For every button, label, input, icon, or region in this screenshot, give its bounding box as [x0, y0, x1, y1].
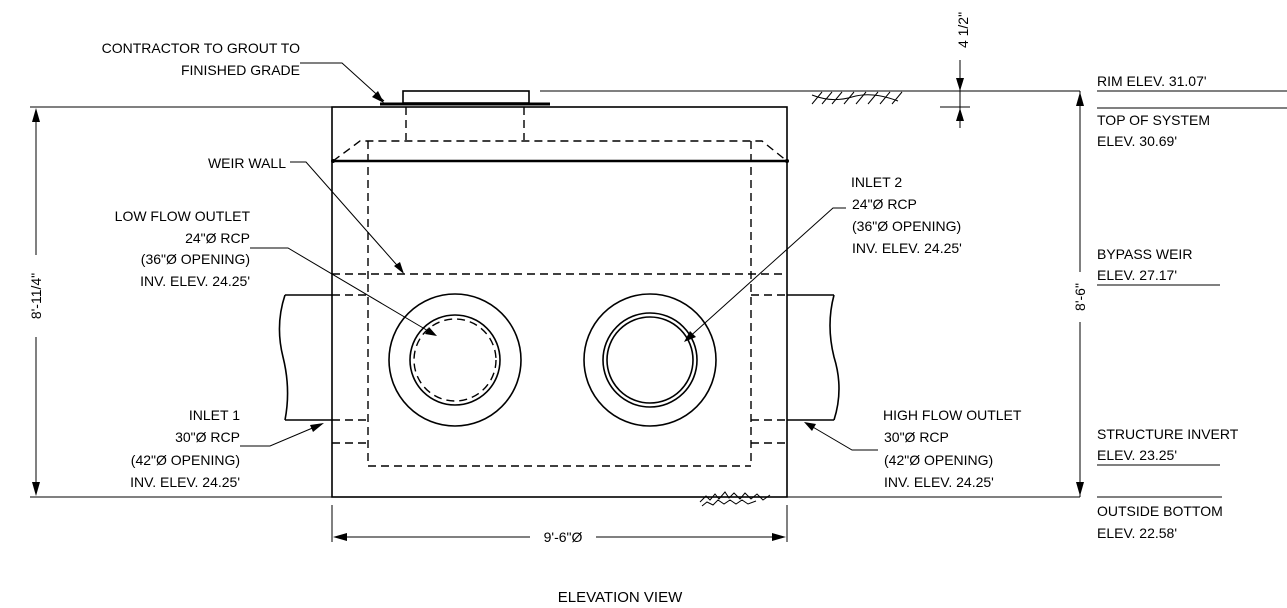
grout-line-2: FINISHED GRADE	[181, 62, 300, 78]
high-flow-line-4: INV. ELEV. 24.25'	[884, 474, 994, 490]
inlet-1-line-4: INV. ELEV. 24.25'	[130, 474, 240, 490]
low-flow-line-4: INV. ELEV. 24.25'	[140, 273, 250, 289]
low-flow-outlet-opening	[388, 293, 522, 427]
leaders	[240, 62, 878, 451]
structure	[331, 90, 1080, 507]
weir-wall-label: WEIR WALL	[208, 155, 286, 171]
dim-left-arrow-top	[32, 108, 40, 122]
slab-end-left	[331, 159, 335, 163]
grout-line-1: CONTRACTOR TO GROUT TO	[102, 40, 300, 56]
dim-dia-arrow-right	[772, 533, 786, 541]
inlet-1-line-3: (42"Ø OPENING)	[131, 452, 240, 468]
dim-right-text-mask	[1072, 272, 1088, 322]
dim-internal-height: 8'-6"	[1072, 283, 1088, 311]
left-pipe	[278, 294, 368, 444]
dim-right-arrow-top	[1076, 92, 1084, 106]
dim-lid-arrow-top	[956, 78, 964, 91]
dim-right-arrow-bottom	[1076, 482, 1084, 496]
dim-left-arrow-bottom	[32, 482, 40, 496]
structure-invert-line-2: ELEV. 23.25'	[1097, 447, 1177, 463]
inlet-2-line-2: 24"Ø RCP	[852, 196, 917, 212]
rim-elev: RIM ELEV. 31.07'	[1097, 73, 1207, 89]
slab-end-right	[785, 159, 789, 163]
inlet-2-opening	[583, 293, 717, 427]
elevation-text: RIM ELEV. 31.07' TOP OF SYSTEM ELEV. 30.…	[1097, 73, 1239, 541]
bottom-hatch	[699, 491, 771, 507]
caption: ELEVATION VIEW	[558, 589, 683, 606]
inlet-2-leader-arrow	[684, 331, 696, 342]
structure-invert-line-1: STRUCTURE INVERT	[1097, 426, 1239, 442]
inlet-2-leader	[685, 207, 846, 341]
dim-lid-arrow-bottom	[956, 108, 964, 121]
grout-leader-arrow	[372, 91, 384, 103]
grout-leader	[300, 62, 385, 102]
manhole-lid	[402, 90, 530, 104]
high-flow-leader	[805, 422, 878, 451]
ground-hatch	[811, 91, 903, 105]
outside-bottom-line-1: OUTSIDE BOTTOM	[1097, 503, 1223, 519]
cone-hidden	[332, 140, 788, 162]
inlet-1-line-1: INLET 1	[189, 407, 240, 423]
low-flow-line-2: 24"Ø RCP	[185, 230, 250, 246]
dim-dia-arrow-left	[333, 533, 347, 541]
low-flow-leader-arrow	[425, 327, 437, 336]
high-flow-line-2: 30"Ø RCP	[884, 429, 949, 445]
right-pipe	[751, 294, 840, 444]
weir-wall-leader	[290, 161, 404, 273]
callout-text: CONTRACTOR TO GROUT TO FINISHED GRADE WE…	[102, 40, 1022, 490]
dimensions	[30, 60, 1287, 542]
bypass-weir-line-1: BYPASS WEIR	[1097, 246, 1192, 262]
bypass-weir-line-2: ELEV. 27.17'	[1097, 267, 1177, 283]
high-flow-line-1: HIGH FLOW OUTLET	[883, 407, 1022, 423]
low-flow-leader	[250, 247, 436, 336]
structure-outline	[331, 106, 788, 498]
pipes	[278, 293, 840, 444]
dim-overall-height: 8'-11/4"	[28, 273, 44, 319]
low-flow-line-1: LOW FLOW OUTLET	[115, 208, 251, 224]
top-system-line-1: TOP OF SYSTEM	[1097, 112, 1210, 128]
weir-wall-leader-arrow	[394, 262, 404, 274]
inlet-1-leader-arrow	[310, 423, 324, 432]
inlet-2-line-1: INLET 2	[851, 174, 902, 190]
dim-diameter: 9'-6"Ø	[544, 529, 583, 545]
inlet-1-leader	[240, 423, 323, 447]
top-system-line-2: ELEV. 30.69'	[1097, 133, 1177, 149]
outside-bottom-line-2: ELEV. 22.58'	[1097, 525, 1177, 541]
high-flow-line-3: (42"Ø OPENING)	[884, 452, 993, 468]
dimension-text: 4 1/2" 8'-11/4" 8'-6" 9'-6"Ø	[28, 12, 1088, 545]
dim-left-text-mask	[28, 255, 44, 337]
inlet-2-line-3: (36"Ø OPENING)	[852, 218, 961, 234]
dim-lid-depth: 4 1/2"	[955, 12, 971, 48]
low-flow-line-3: (36"Ø OPENING)	[141, 251, 250, 267]
inlet-2-line-4: INV. ELEV. 24.25'	[852, 240, 962, 256]
inlet-1-line-2: 30"Ø RCP	[175, 429, 240, 445]
high-flow-leader-arrow	[804, 422, 816, 431]
